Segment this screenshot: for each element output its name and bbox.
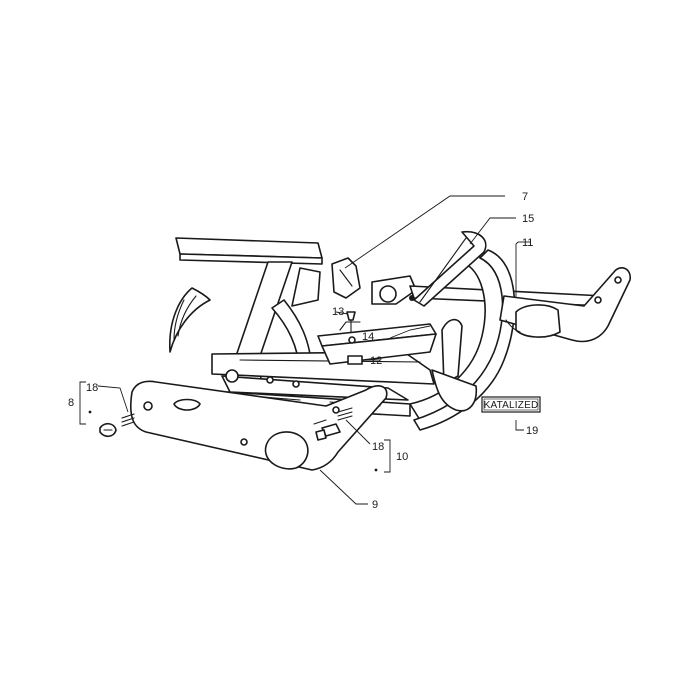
callout-18-left: 18 [86,382,98,394]
callout-8: 8 [68,397,74,409]
callout-labels: 7 15 11 13 14 12 18 8 18 10 9 19 [68,191,538,511]
part-12-clip [347,355,363,365]
callout-12: 12 [370,355,382,367]
part-18-spring-left [99,413,135,438]
callout-7: 7 [522,191,528,203]
callout-18-right: 18 [372,441,384,453]
left-fender-fragment [169,287,211,353]
part-18-spring-right [315,407,353,441]
leader-lines [79,195,530,505]
part-7-cover [331,257,361,299]
katalized-tag: KATALIZED [481,396,541,413]
callout-10: 10 [396,451,408,463]
part-15-rail [413,230,487,307]
callout-13: 13 [332,306,344,318]
callout-19: 19 [526,425,538,437]
part-11-arm [499,267,631,343]
callout-14: 14 [362,331,374,343]
callout-11: 11 [522,237,533,249]
part-13-screw [346,311,356,333]
callout-9: 9 [372,499,378,511]
callout-15: 15 [522,213,534,225]
katalized-label: KATALIZED [484,400,539,411]
